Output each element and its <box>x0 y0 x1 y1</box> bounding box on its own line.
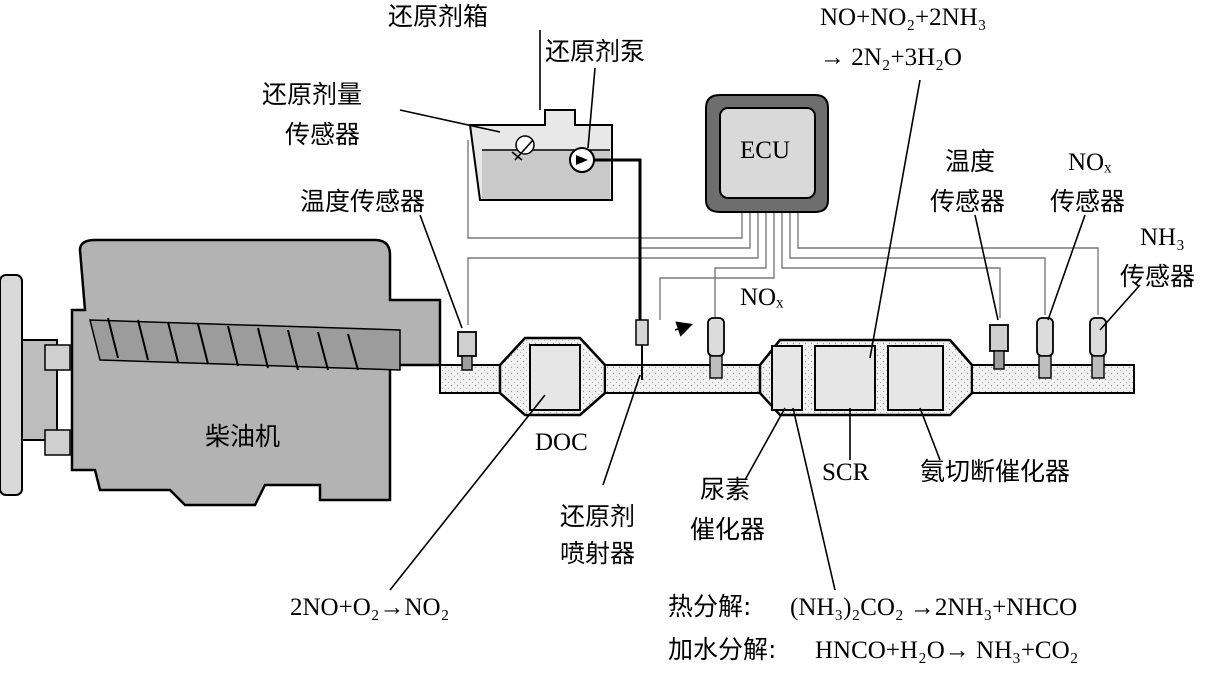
reductant-tank <box>468 109 613 201</box>
sensors <box>457 317 1107 379</box>
ammonia-slip-brick <box>887 345 944 411</box>
ecu-wiring <box>467 140 1099 325</box>
nox-sensor-label-1: NOₓ <box>1068 149 1112 176</box>
reductant-pump <box>569 147 642 330</box>
temp-sensor-left <box>457 331 477 371</box>
injector-label-1: 还原剂 <box>560 502 635 531</box>
scr-label: SCR <box>822 459 870 486</box>
urea-catalyst-brick <box>771 345 803 411</box>
hydrolysis-label: 加水分解: <box>668 635 776 664</box>
doc-reaction-label: 2NO+O₂→NO₂ <box>290 594 449 621</box>
engine-label: 柴油机 <box>205 422 280 451</box>
reductant-level-sensor-label-2: 传感器 <box>285 120 360 149</box>
temp-sensor-right-label-2: 传感器 <box>930 187 1005 216</box>
ammonia-slip-catalyst-label: 氨切断催化器 <box>920 457 1070 486</box>
reductant-level-sensor-label-1: 还原剂量 <box>262 80 362 109</box>
thermolysis-equation: (NH₃)₂CO₂ →2NH₃+NHCO <box>790 594 1077 621</box>
ecu-box: ECU <box>705 94 829 213</box>
temp-sensor-right-label-1: 温度 <box>945 147 995 176</box>
injector-label-2: 喷射器 <box>560 539 635 568</box>
ecu-label: ECU <box>740 137 790 164</box>
nox-sensor-upstream <box>707 317 725 379</box>
nox-sensor-label-2: 传感器 <box>1050 187 1125 216</box>
leader-lines <box>389 30 1141 591</box>
urea-catalyst-label-1: 尿素 <box>700 475 750 504</box>
temp-sensor-right <box>989 324 1009 370</box>
doc-brick <box>529 344 581 411</box>
text-labels: 还原剂箱 还原剂泵 还原剂量 传感器 温度传感器 NO+NO₂+2NH₃ → 2… <box>262 2 1195 664</box>
flywheel <box>0 274 71 496</box>
nox-sensor-downstream <box>1036 317 1054 379</box>
exhaust-system <box>439 336 1135 417</box>
reaction-top-line-2: → 2N₂+3H₂O <box>820 44 962 71</box>
scr-brick <box>814 345 876 411</box>
urea-catalyst-label-2: 催化器 <box>690 515 765 544</box>
nox-flow-label: NOₓ <box>740 284 784 311</box>
thermolysis-label: 热分解: <box>668 592 751 621</box>
reductant-pump-label: 还原剂泵 <box>545 37 645 66</box>
nh3-sensor-label-2: 传感器 <box>1120 262 1195 291</box>
diesel-engine: 柴油机 <box>70 238 442 507</box>
temp-sensor-left-label: 温度传感器 <box>300 187 425 216</box>
doc-label: DOC <box>535 429 588 456</box>
hydrolysis-equation: HNCO+H₂O→ NH₃+CO₂ <box>815 637 1078 664</box>
reaction-top-line-1: NO+NO₂+2NH₃ <box>820 4 986 31</box>
nh3-sensor-label-1: NH₃ <box>1140 224 1185 251</box>
reductant-injector <box>635 319 649 380</box>
reductant-tank-label: 还原剂箱 <box>388 2 488 31</box>
